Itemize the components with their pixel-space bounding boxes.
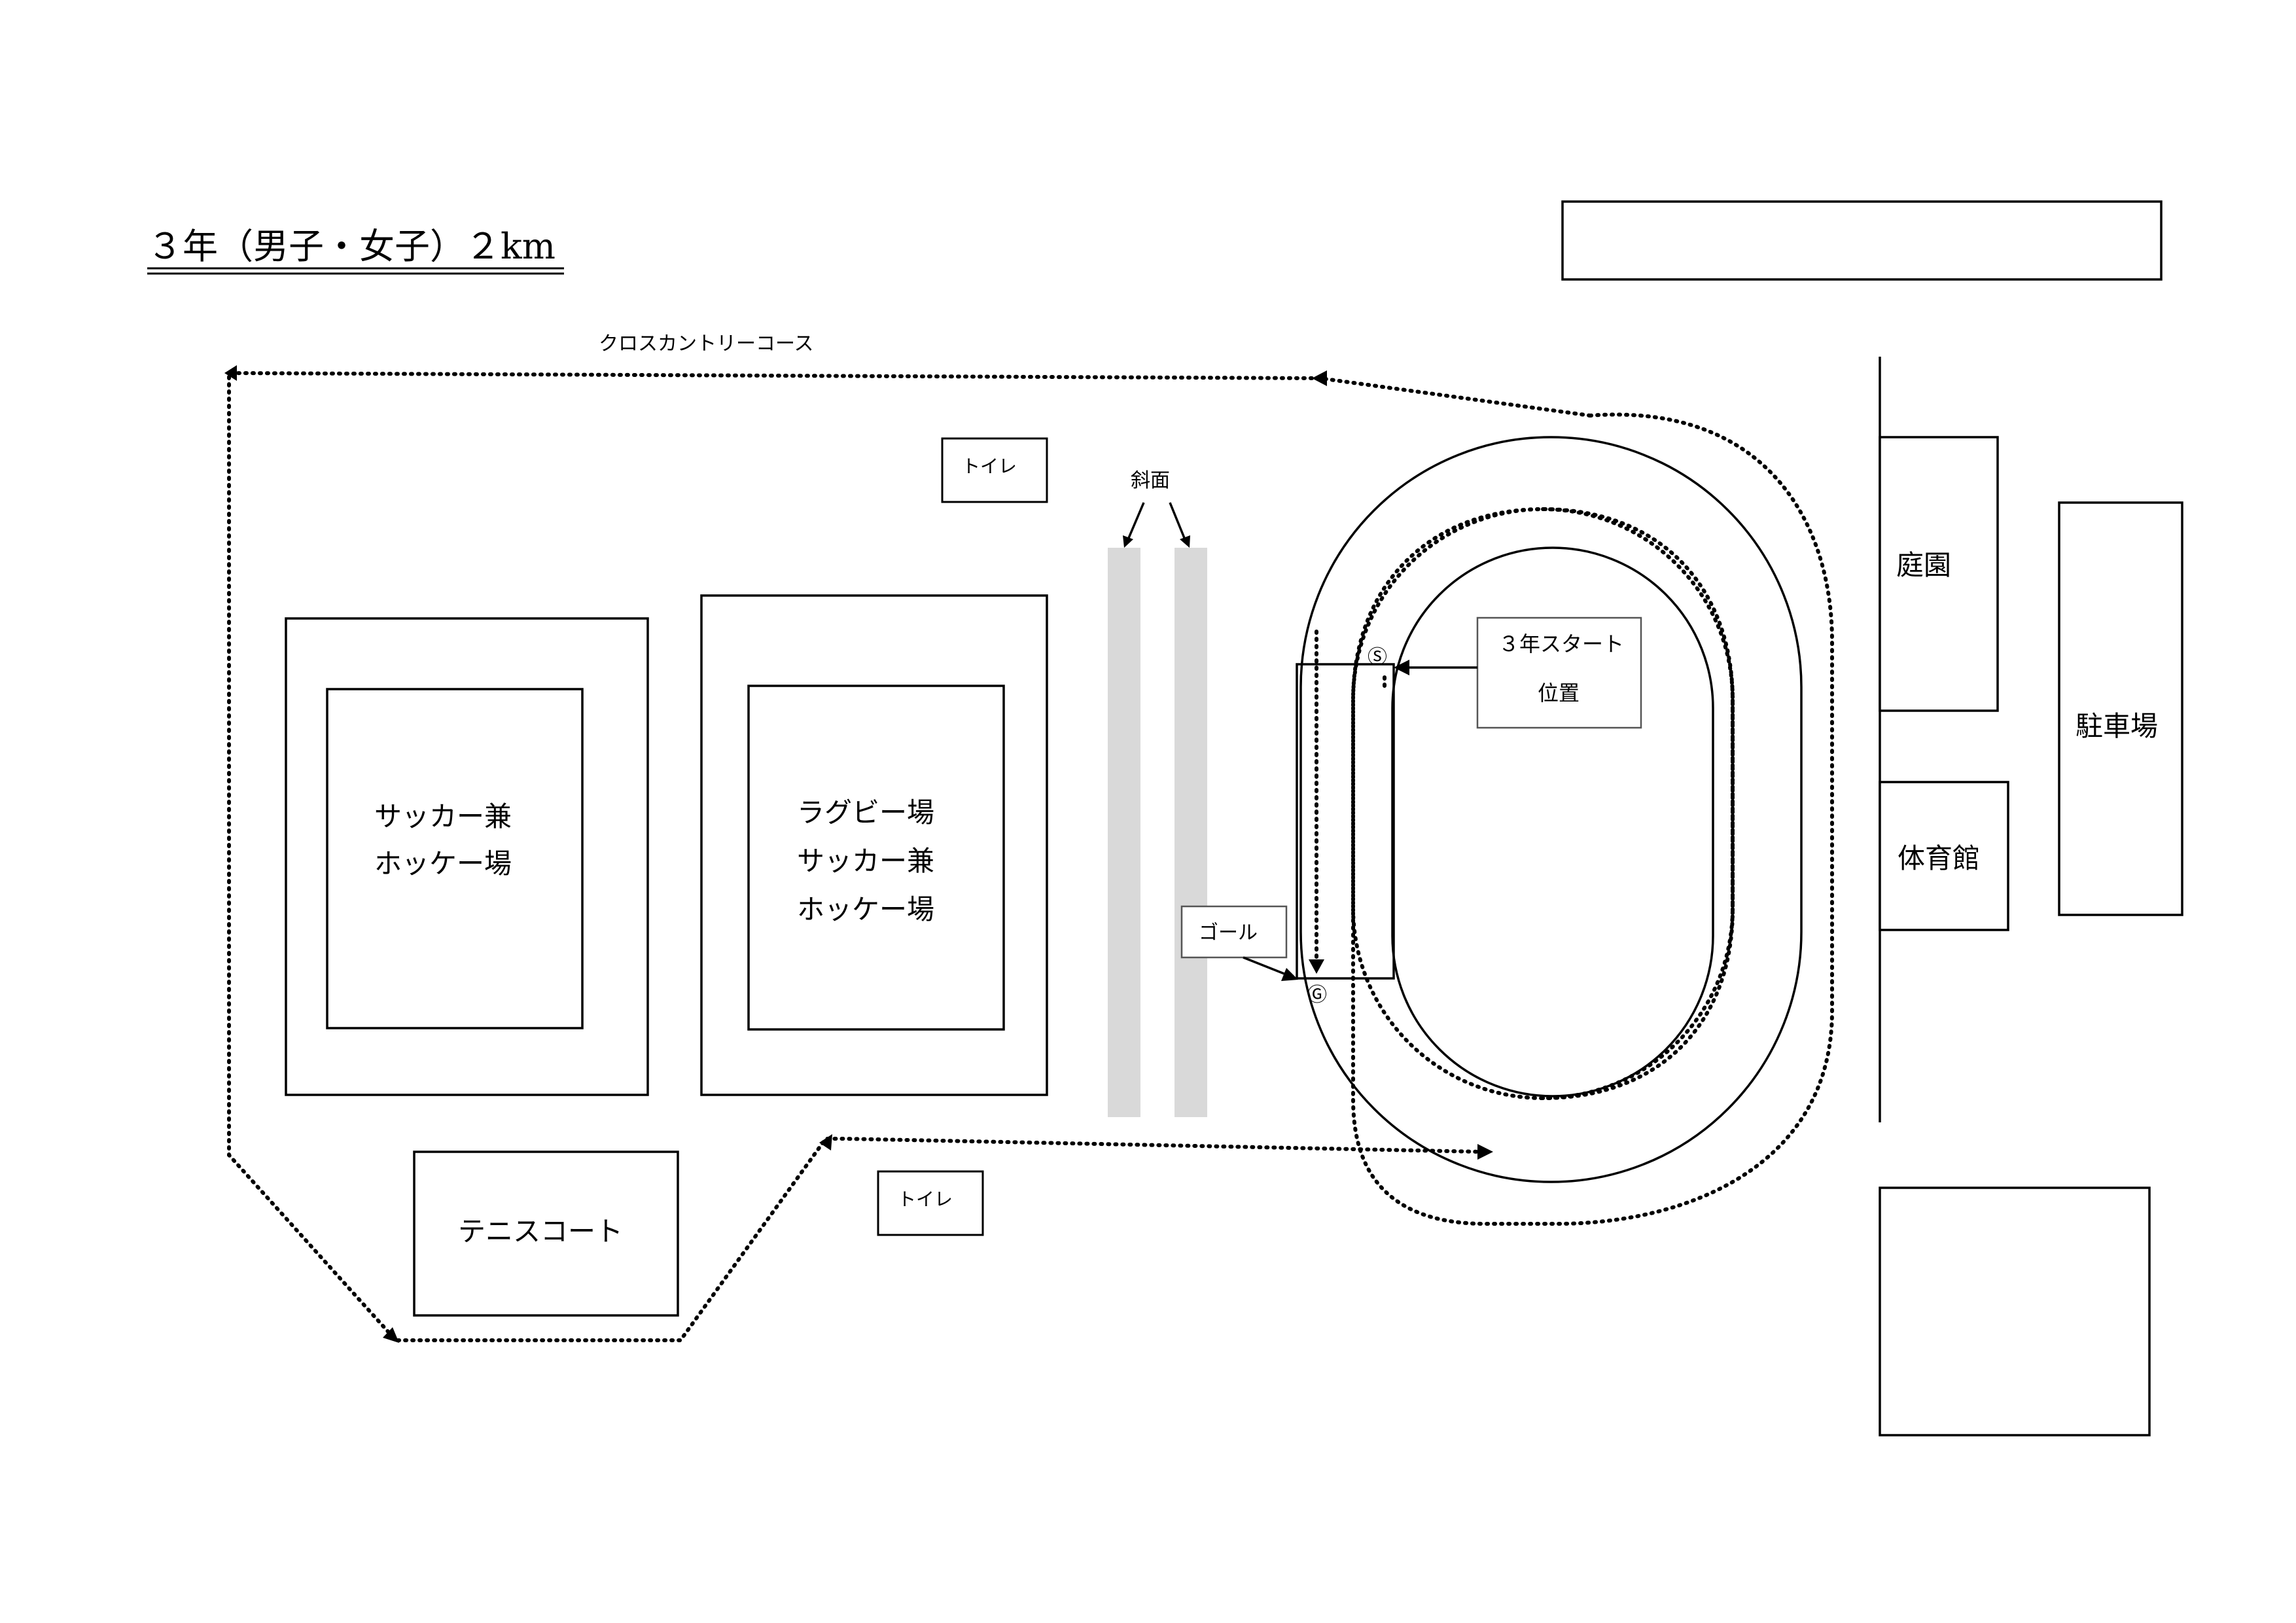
field-middle-label-1: ラグビー場 xyxy=(797,796,934,829)
garden-box xyxy=(1879,436,1999,712)
slope-arrowhead-left xyxy=(1123,535,1133,548)
course-label: クロスカントリーコース xyxy=(599,332,814,355)
route-arrowhead-goal-down xyxy=(1309,959,1324,974)
field-middle-label-2: サッカー兼 xyxy=(797,845,934,877)
toilet-top-label: トイレ xyxy=(962,455,1017,477)
toilet-bottom-label: トイレ xyxy=(898,1188,953,1210)
gym-label: 体育館 xyxy=(1898,842,1980,874)
start-goal-rectangle xyxy=(1296,663,1395,980)
building-bottom-right-box xyxy=(1879,1186,2151,1436)
tennis-court-label: テニスコート xyxy=(458,1215,623,1247)
track-outer-line xyxy=(1299,436,1803,1183)
start-position-label-1: ３年スタート xyxy=(1498,632,1624,656)
slope-strip-left xyxy=(1108,548,1140,1117)
start-position-box xyxy=(1476,616,1642,729)
toilet-bottom-box xyxy=(877,1170,984,1236)
start-arrowhead xyxy=(1394,660,1409,675)
goal-arrow-line xyxy=(1243,956,1288,976)
route-arrowhead-top-middle xyxy=(1312,370,1327,386)
track-lane-dotted-route xyxy=(1351,412,1834,1226)
tennis-court-box xyxy=(413,1150,679,1317)
name-box xyxy=(1561,200,2163,281)
goal-marker: Ⓖ xyxy=(1307,984,1327,1007)
start-to-goal-dotted-route xyxy=(1315,630,1386,964)
route-arrowhead-bottom-left xyxy=(383,1327,399,1343)
toilet-top-box xyxy=(941,437,1048,503)
field-middle-inner xyxy=(747,685,1005,1031)
parking-label: 駐車場 xyxy=(2075,710,2158,742)
goal-label: ゴール xyxy=(1199,921,1258,944)
slope-label: 斜面 xyxy=(1131,469,1170,492)
field-middle-label-3: ホッケー場 xyxy=(797,893,934,925)
slope-pointer-right xyxy=(1169,502,1186,539)
gym-box xyxy=(1879,781,2009,931)
field-left-label-1: サッカー兼 xyxy=(374,800,512,832)
goal-arrowhead xyxy=(1281,968,1298,981)
goal-box xyxy=(1180,905,1288,959)
field-left-label-2: ホッケー場 xyxy=(374,847,512,880)
route-arrowhead-top-left xyxy=(224,365,237,381)
track-inner-line xyxy=(1391,546,1714,1097)
parking-box xyxy=(2058,501,2183,916)
route-arrowhead-tennis-up xyxy=(819,1134,832,1150)
field-left-inner xyxy=(326,688,584,1029)
slope-pointer-left xyxy=(1127,502,1145,539)
page-title: ３年（男子・女子）２km xyxy=(147,226,556,267)
start-position-label-2: 位置 xyxy=(1538,681,1580,705)
start-marker: Ⓢ xyxy=(1368,646,1387,669)
garden-label: 庭園 xyxy=(1896,549,1951,581)
slope-strip-right xyxy=(1174,548,1207,1117)
cross-country-route xyxy=(227,370,1592,1342)
route-arrowhead-bottom-right xyxy=(1477,1144,1493,1160)
slope-arrowhead-right xyxy=(1180,535,1190,548)
